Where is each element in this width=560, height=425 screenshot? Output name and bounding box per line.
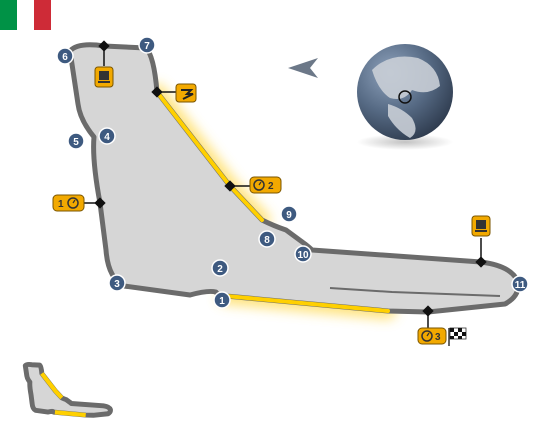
sector-2-badge: 2 bbox=[249, 176, 282, 194]
pit-box-icon bbox=[471, 215, 491, 237]
flag-green-stripe bbox=[0, 0, 17, 30]
turn-marker: 1 bbox=[213, 291, 231, 309]
pit-box-icon bbox=[94, 66, 114, 88]
flag-white-stripe bbox=[17, 0, 34, 30]
globe-location-icon bbox=[357, 44, 453, 150]
turn-label: 8 bbox=[264, 235, 270, 246]
turn-marker: 11 bbox=[511, 275, 529, 293]
marker-connectors bbox=[84, 46, 482, 328]
stopwatch-icon bbox=[253, 179, 265, 191]
turn-markers: 1 2 3 4 5 6 7 8 9 10 11 bbox=[56, 36, 529, 309]
turn-marker: 8 bbox=[258, 230, 276, 248]
turn-label: 7 bbox=[144, 41, 150, 52]
sector-3-badge: 3 bbox=[417, 327, 447, 345]
turn-label: 1 bbox=[219, 296, 225, 307]
turn-marker: 7 bbox=[138, 36, 156, 54]
stopwatch-icon bbox=[421, 330, 433, 342]
turn-label: 3 bbox=[114, 279, 120, 290]
flag-red-stripe bbox=[34, 0, 51, 30]
turn-label: 11 bbox=[515, 280, 526, 291]
turn-marker: 9 bbox=[280, 205, 298, 223]
turn-marker: 6 bbox=[56, 47, 74, 65]
turn-label: 2 bbox=[217, 264, 223, 275]
checkered-flag-icon bbox=[448, 327, 467, 346]
pit-lane bbox=[329, 287, 501, 297]
turn-label: 10 bbox=[297, 250, 309, 261]
turn-marker: 10 bbox=[294, 245, 312, 263]
race-direction-arrow-icon bbox=[288, 58, 318, 78]
sector-1-label: 1 bbox=[58, 199, 64, 210]
turn-marker: 5 bbox=[67, 132, 85, 150]
sector-3-label: 3 bbox=[435, 332, 441, 343]
country-flag bbox=[0, 0, 51, 30]
sector-2-label: 2 bbox=[268, 181, 274, 192]
location-ring bbox=[398, 90, 412, 104]
highlight-straight-2 bbox=[224, 294, 390, 313]
turn-marker: 4 bbox=[98, 127, 116, 145]
turn-marker: 2 bbox=[211, 259, 229, 277]
track-minimap bbox=[22, 362, 113, 418]
turn-label: 6 bbox=[62, 52, 68, 63]
turn-marker: 3 bbox=[108, 274, 126, 292]
sector-1-badge: 1 bbox=[52, 194, 85, 212]
drs-zone-icon bbox=[175, 83, 197, 103]
stopwatch-icon bbox=[67, 197, 79, 209]
turn-label: 9 bbox=[286, 210, 292, 221]
turn-label: 4 bbox=[104, 132, 110, 143]
turn-label: 5 bbox=[73, 137, 79, 148]
